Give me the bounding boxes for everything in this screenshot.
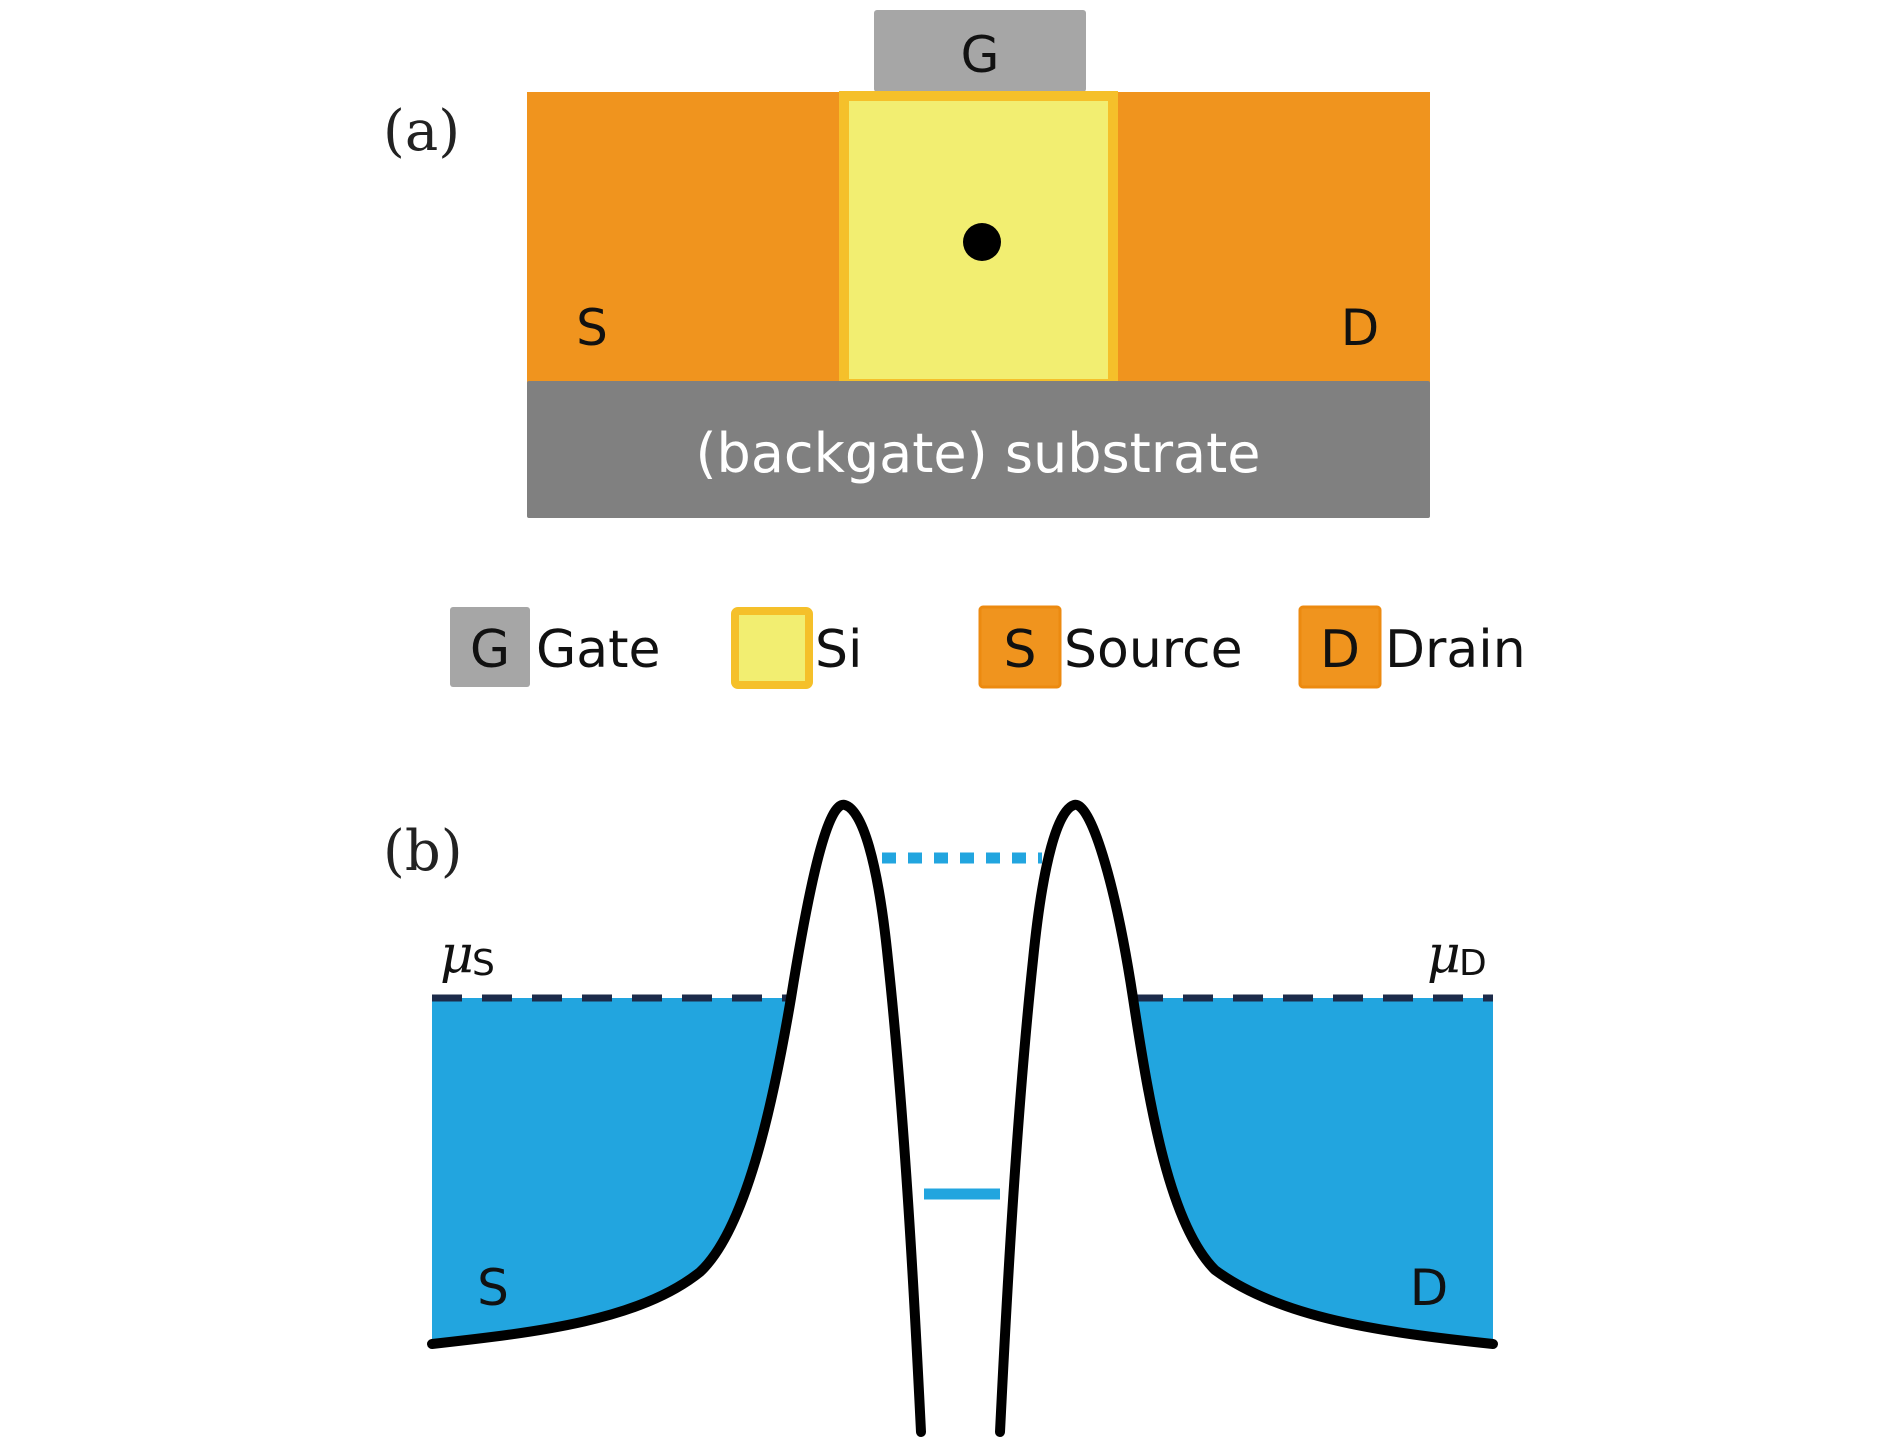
source-electron-sea: [432, 998, 791, 1344]
panel-a-label: (a): [383, 99, 460, 164]
legend-swatch-gate-letter: G: [470, 620, 510, 680]
gate-electrode: [874, 10, 1086, 92]
legend-label-source: Source: [1064, 620, 1243, 680]
legend-swatch-source-letter: S: [1003, 620, 1036, 680]
legend-item-si: Si: [731, 607, 862, 689]
legend: G Gate Si S Source D Drain: [450, 605, 1526, 689]
mu-drain-symbol: μ: [1427, 925, 1461, 985]
panel-b: (b) μ S μ D S D: [383, 799, 1498, 1437]
drain-electron-sea: [1133, 998, 1493, 1344]
legend-label-si: Si: [815, 620, 862, 680]
substrate: [527, 381, 1430, 518]
legend-item-drain: D Drain: [1298, 605, 1526, 689]
legend-item-source: S Source: [978, 605, 1243, 689]
mu-source-symbol: μ: [440, 925, 474, 985]
legend-swatch-source: [978, 605, 1062, 689]
potential-curve-left: [427, 799, 926, 1437]
legend-swatch-si: [731, 607, 813, 689]
potential-curve-right: [995, 799, 1498, 1437]
mu-source-label: μ S: [440, 925, 495, 985]
source-letter-a: S: [576, 299, 608, 357]
legend-item-gate: G Gate: [450, 607, 661, 687]
mu-source-subscript: S: [472, 943, 495, 984]
quantum-dot: [963, 223, 1001, 261]
legend-label-drain: Drain: [1385, 620, 1526, 680]
panel-a: (a) G S D (backgate) substrate: [383, 10, 1430, 518]
gate-letter: G: [961, 26, 1000, 84]
source-contact: [527, 92, 841, 384]
mu-drain-label: μ D: [1427, 925, 1487, 985]
source-letter-b: S: [477, 1259, 509, 1317]
legend-swatch-drain-letter: D: [1320, 620, 1360, 680]
panel-b-label: (b): [383, 819, 463, 884]
substrate-label: (backgate) substrate: [695, 422, 1260, 485]
legend-swatch-gate: [450, 607, 530, 687]
legend-swatch-drain: [1298, 605, 1382, 689]
drain-contact: [1116, 92, 1430, 384]
legend-label-gate: Gate: [536, 620, 661, 680]
drain-letter-b: D: [1410, 1259, 1449, 1317]
mu-drain-subscript: D: [1459, 943, 1487, 984]
drain-letter-a: D: [1341, 299, 1380, 357]
